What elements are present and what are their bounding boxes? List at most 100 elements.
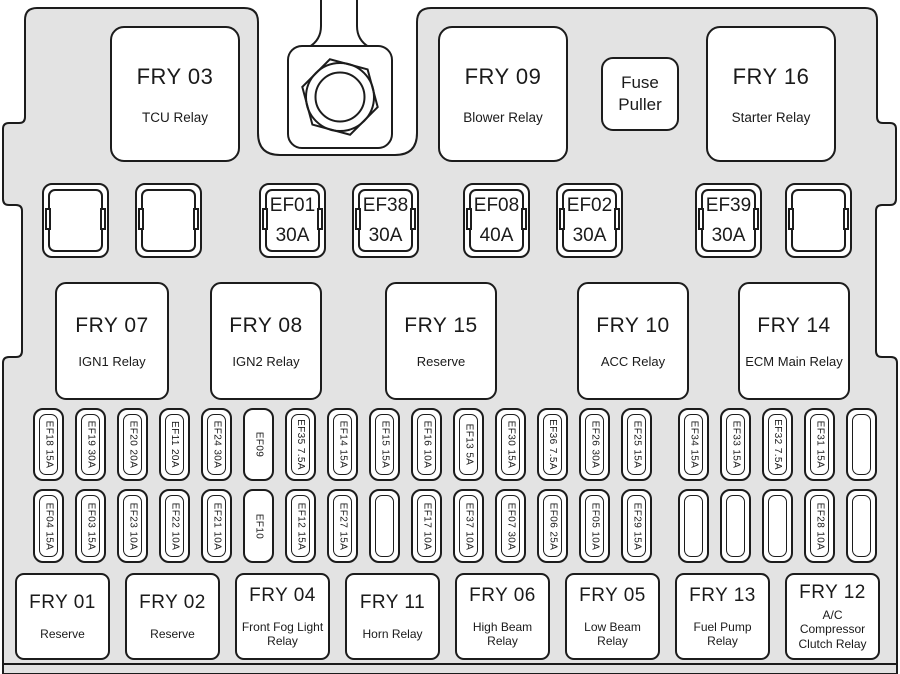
fuse-label: EF18 15A xyxy=(43,420,54,469)
relay-name: High Beam Relay xyxy=(472,619,533,648)
fuse-blank xyxy=(135,183,202,258)
relay-name: Front Fog Light Relay xyxy=(241,619,324,648)
fuse-ef23: EF23 10A xyxy=(117,489,148,563)
fuse-tab xyxy=(100,207,106,230)
fuse-id: EF02 xyxy=(566,195,613,217)
relay-id: FRY 12 xyxy=(799,581,866,603)
mounting-stud xyxy=(287,0,393,149)
fuse-ef09: EF09 xyxy=(243,408,274,481)
relay-id: FRY 05 xyxy=(579,584,646,606)
fuse-blank xyxy=(846,408,877,481)
fuse-label: EF20 20A xyxy=(127,420,138,469)
relay-id: FRY 11 xyxy=(359,591,426,613)
fuse-label: EF33 15A xyxy=(730,420,741,469)
relay-fry-05: FRY 05 Low Beam Relay xyxy=(565,573,660,660)
fuse-id: EF39 xyxy=(705,195,752,217)
fuse-label: EF26 30A xyxy=(589,420,600,469)
fuse-label: EF16 10A xyxy=(421,420,432,469)
fuse-blank xyxy=(678,489,709,563)
fuse-tab xyxy=(262,207,268,230)
relay-name: Reserve xyxy=(150,626,195,641)
fuse-tab xyxy=(193,207,199,230)
fuse-tab xyxy=(410,207,416,230)
relay-fry-01: FRY 01 Reserve xyxy=(15,573,110,660)
fuse-label: EF05 10A xyxy=(589,502,600,550)
fuse-label: EF19 30A xyxy=(85,420,96,469)
relay-id: FRY 08 xyxy=(229,313,303,337)
relay-fry-11: FRY 11 Horn Relay xyxy=(345,573,440,660)
relay-name: ACC Relay xyxy=(600,353,666,369)
fuse-label: EF21 10A xyxy=(211,502,222,550)
fuse-ef12: EF12 15A xyxy=(285,489,316,563)
fuse-blank xyxy=(369,489,400,563)
relay-fry-06: FRY 06 High Beam Relay xyxy=(455,573,550,660)
fuse-slot xyxy=(138,189,199,252)
relay-id: FRY 09 xyxy=(464,63,542,89)
relay-id: FRY 13 xyxy=(689,584,756,606)
fuse-ef10: EF10 xyxy=(243,489,274,563)
fuse-tab xyxy=(355,207,361,230)
relay-name: IGN1 Relay xyxy=(78,353,146,369)
relay-id: FRY 03 xyxy=(136,63,214,89)
fuse-tab xyxy=(614,207,620,230)
relay-fry-13: FRY 13 Fuel Pump Relay xyxy=(675,573,770,660)
fuse-tab xyxy=(843,207,849,230)
fuse-label: EF06 25A xyxy=(547,502,558,550)
relay-name: Reserve xyxy=(40,626,85,641)
fuse-tab xyxy=(698,207,704,230)
fuse-slot xyxy=(788,189,849,252)
relay-id: FRY 02 xyxy=(139,591,206,613)
fuse-label: EF27 15A xyxy=(337,502,348,550)
fuse-label: EF36 7.5A xyxy=(547,419,559,470)
fuse-tab xyxy=(753,207,759,230)
relay-name: Fuel Pump Relay xyxy=(693,619,752,648)
fuse-ef15: EF15 15A xyxy=(369,408,400,481)
fuse-ef28: EF28 10A xyxy=(804,489,835,563)
fuse-amp: 40A xyxy=(479,224,514,246)
relay-fry-07: FRY 07 IGN1 Relay xyxy=(55,282,169,400)
fuse-ef29: EF29 15A xyxy=(621,489,652,563)
fuse-ef03: EF03 15A xyxy=(75,489,106,563)
fuse-ef31: EF31 15A xyxy=(804,408,835,481)
fuse-label: EF07 30A xyxy=(505,502,516,550)
fuse-blank xyxy=(846,489,877,563)
relay-fry-14: FRY 14 ECM Main Relay xyxy=(738,282,850,400)
fuse-ef21: EF21 10A xyxy=(201,489,232,563)
fuse-ef11: EF11 20A xyxy=(159,408,190,481)
fuse-label: EF04 15A xyxy=(43,502,54,550)
fuse-ef18: EF18 15A xyxy=(33,408,64,481)
fuse-tab xyxy=(788,207,794,230)
fuse-ef32: EF32 7.5A xyxy=(762,408,793,481)
fuse-blank xyxy=(42,183,109,258)
fuse-ef05: EF05 10A xyxy=(579,489,610,563)
fuse-puller-line1: Fuse xyxy=(621,72,659,92)
fuse-label: EF32 7.5A xyxy=(772,419,784,470)
relay-name: ECM Main Relay xyxy=(745,353,843,369)
relay-fry-10: FRY 10 ACC Relay xyxy=(577,282,689,400)
relay-fry-15: FRY 15 Reserve xyxy=(385,282,497,400)
fuse-amp: 30A xyxy=(368,224,403,246)
relay-name: A/C Compressor Clutch Relay xyxy=(798,607,867,651)
fuse-label: EF11 20A xyxy=(169,421,180,468)
fuse-label: EF14 15A xyxy=(337,420,348,469)
fuse-amp: 30A xyxy=(711,224,746,246)
fuse-label: EF35 7.5A xyxy=(295,419,307,470)
relay-id: FRY 04 xyxy=(249,584,316,606)
fuse-label: EF12 15A xyxy=(295,502,306,550)
small-fuse-row-upper: EF18 15A EF19 30A EF20 20A EF11 20A EF24… xyxy=(33,408,877,481)
fuse-amp: 30A xyxy=(275,224,310,246)
fuse-ef16: EF16 10A xyxy=(411,408,442,481)
fuse-ef30: EF30 15A xyxy=(495,408,526,481)
relay-id: FRY 14 xyxy=(757,313,831,337)
small-fuse-row-lower: EF04 15A EF03 15A EF23 10A EF22 10A EF21… xyxy=(33,489,877,563)
fuse-ef25: EF25 15A xyxy=(621,408,652,481)
fuse-tab xyxy=(521,207,527,230)
relay-id: FRY 10 xyxy=(596,313,670,337)
relay-id: FRY 06 xyxy=(469,584,536,606)
